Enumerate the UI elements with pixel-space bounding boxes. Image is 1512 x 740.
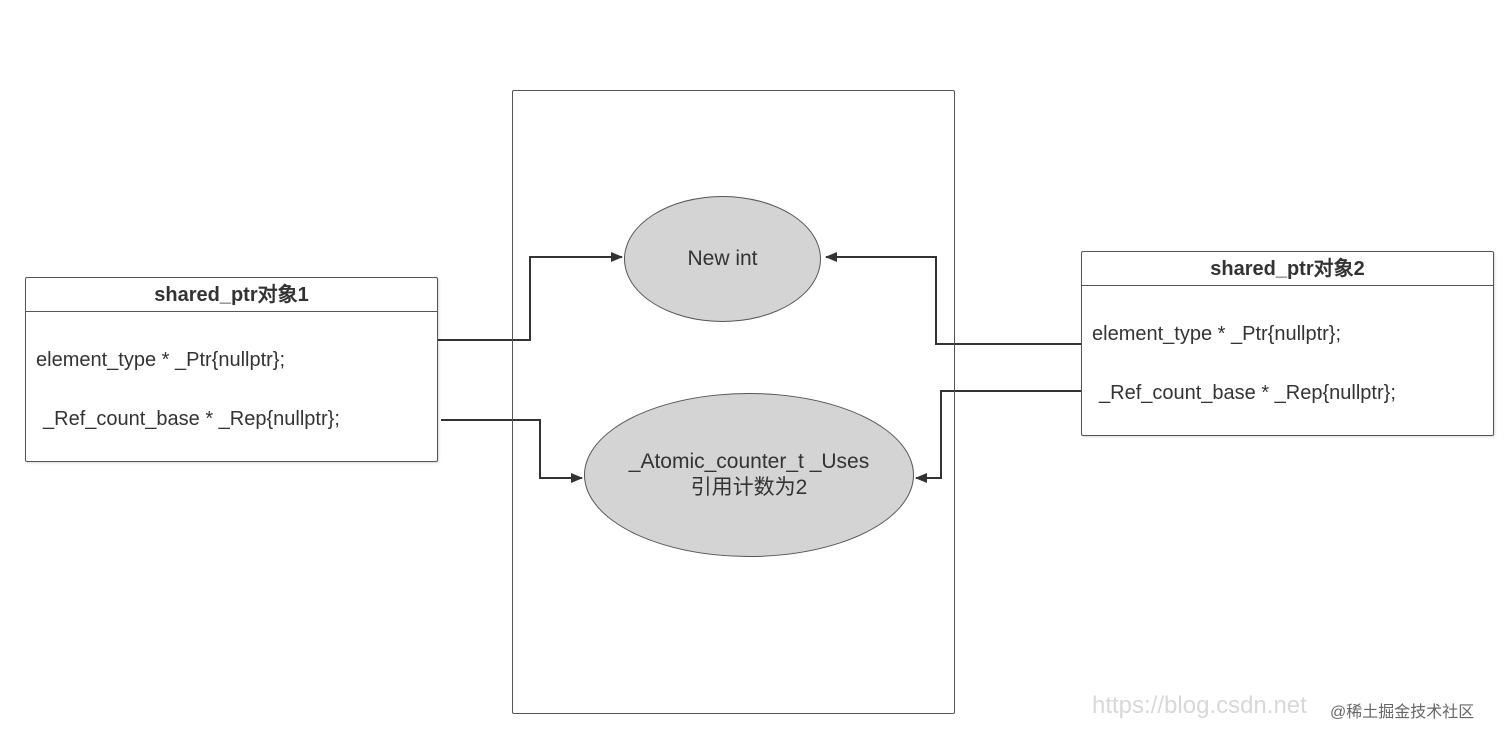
uses-counter-sublabel: 引用计数为2: [690, 476, 808, 499]
object-2-rep-field: _Ref_count_base * _Rep{nullptr};: [1099, 382, 1396, 404]
arrow-obj2-rep-to-uses: [915, 390, 1085, 483]
object-2-ptr-field: element_type * _Ptr{nullptr};: [1092, 323, 1342, 345]
shared-ptr-object-2: shared_ptr对象2 element_type * _Ptr{nullpt…: [1081, 251, 1494, 436]
new-int-node: New int: [624, 196, 821, 322]
watermark-brand: @稀土掘金技术社区: [1330, 704, 1475, 721]
shared-ptr-object-1: shared_ptr对象1 element_type * _Ptr{nullpt…: [25, 277, 438, 462]
arrow-obj2-ptr-to-new-int: [825, 252, 1081, 345]
object-1-title: shared_ptr对象1: [26, 278, 437, 312]
arrow-obj1-rep-to-uses: [441, 419, 583, 483]
new-int-label: New int: [687, 247, 758, 270]
arrow-obj1-ptr-to-new-int: [438, 252, 623, 341]
uses-counter-label: _Atomic_counter_t _Uses: [628, 450, 870, 473]
watermark-url: https://blog.csdn.net: [1092, 692, 1307, 719]
object-1-ptr-field: element_type * _Ptr{nullptr};: [36, 349, 286, 371]
heap-region: [512, 90, 955, 714]
object-2-title: shared_ptr对象2: [1082, 252, 1493, 286]
uses-counter-node: _Atomic_counter_t _Uses 引用计数为2: [584, 393, 914, 557]
object-1-rep-field: _Ref_count_base * _Rep{nullptr};: [43, 408, 340, 430]
